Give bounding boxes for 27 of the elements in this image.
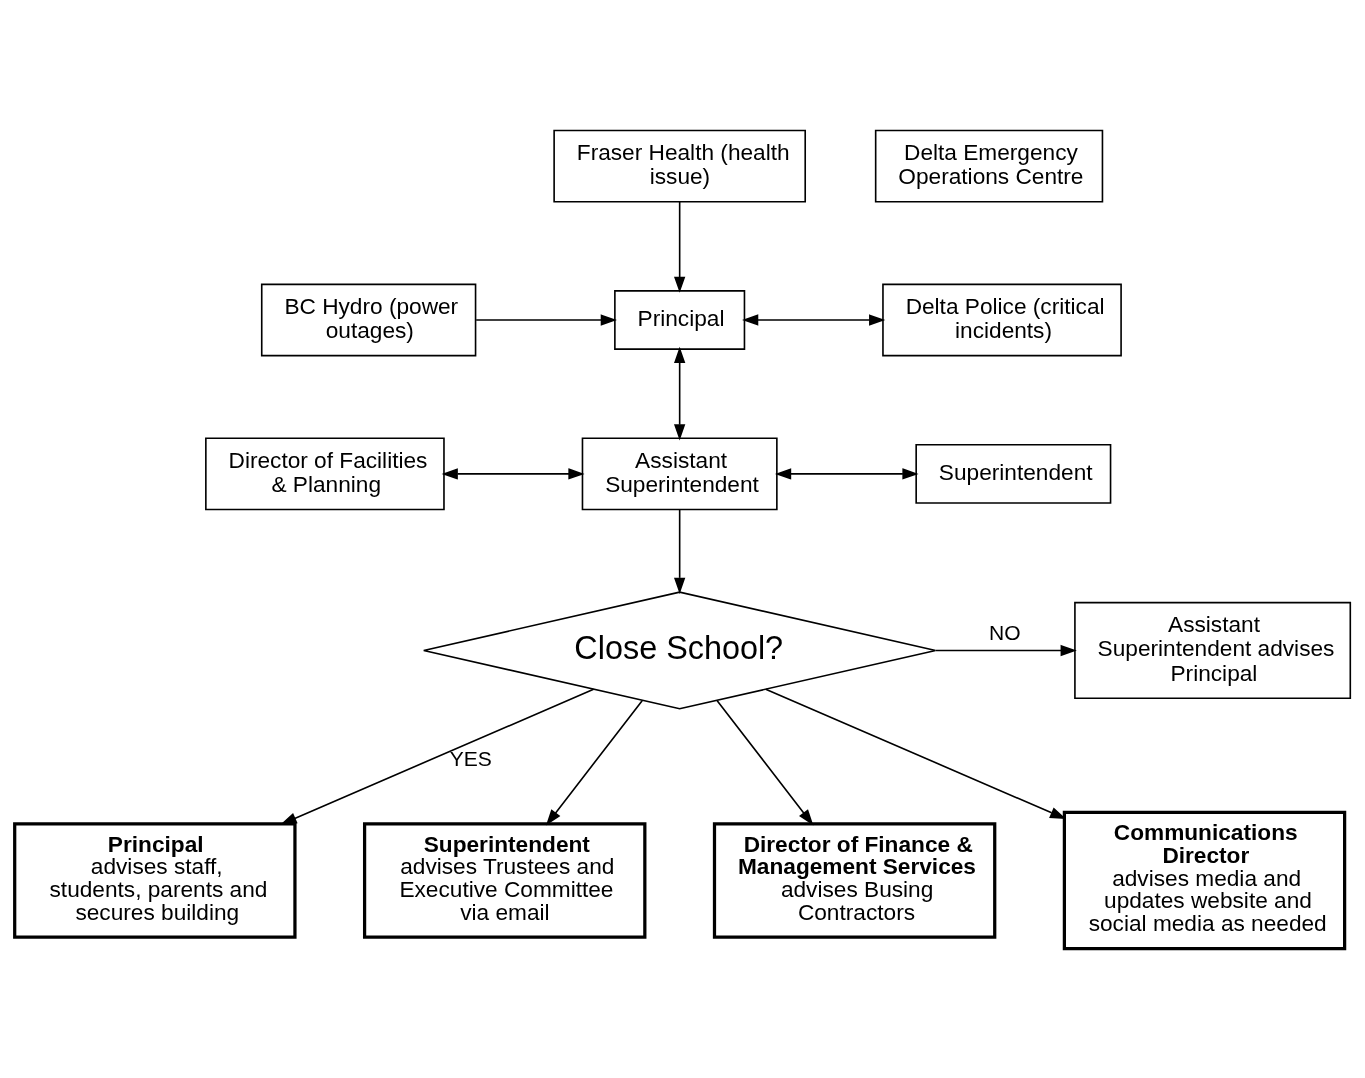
node-diamond: Close School? — [422, 590, 937, 710]
node-box: Fraser Health (health issue) — [553, 129, 806, 203]
arrow — [280, 687, 595, 825]
arrow — [935, 644, 1077, 656]
arrow — [674, 200, 686, 293]
arrow — [674, 346, 686, 440]
node-box: Communications Director advises media and updates website and social media as needed — [1062, 810, 1347, 950]
arrow — [441, 467, 585, 480]
node-box: Principal advises staff, students, parents and secures building — [13, 821, 297, 939]
node-box: Assistant Superintendent — [581, 436, 778, 510]
arrow — [674, 508, 686, 594]
arrow — [774, 467, 919, 480]
arrow — [742, 313, 886, 326]
node-box: Delta Emergency Operations Centre — [874, 129, 1104, 203]
arrow — [545, 699, 643, 825]
edge-label: NO — [989, 620, 1021, 644]
edge-label: YES — [449, 746, 492, 770]
node-box: Director of Facilities & Planning — [205, 436, 445, 510]
arrow — [716, 699, 814, 825]
arrow — [475, 313, 617, 326]
node-box: Superintendent advises Trustees and Executive Committee via email — [363, 821, 647, 939]
node-box: Principal — [614, 289, 746, 350]
node-box: Director of Finance & Management Services advises Busing Contractors — [712, 821, 997, 939]
node-box: Superintendent — [915, 443, 1112, 504]
node-box: BC Hydro (power outages) — [260, 283, 477, 356]
node-box: Delta Police (critical incidents) — [882, 283, 1122, 356]
node-box: Assistant Superintendent advises Principal — [1074, 601, 1352, 699]
